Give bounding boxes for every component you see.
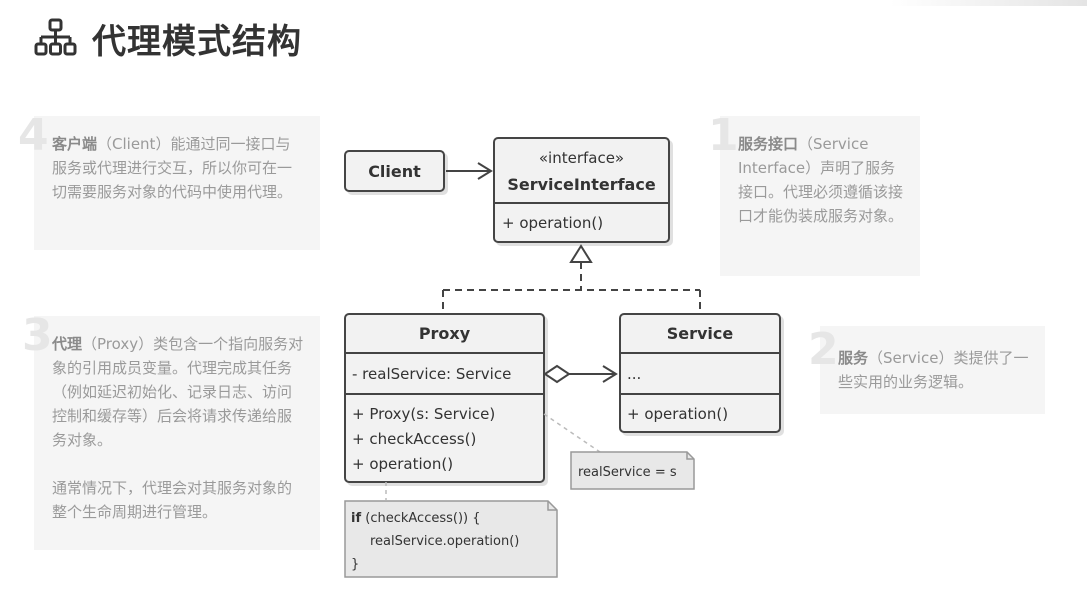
note-number: 2 — [808, 324, 839, 375]
note-body: （Proxy）类包含一个指向服务对象的引用成员变量。代理完成其任务（例如延迟初始… — [52, 335, 304, 449]
code-line-1-rest: (checkAccess()) { — [361, 511, 480, 526]
hierarchy-icon — [34, 18, 77, 56]
note-term: 服务 — [838, 349, 869, 367]
realization-arrows — [442, 244, 701, 312]
note-assignment: realService = s — [543, 413, 695, 490]
code-line-2: realService.operation() — [370, 534, 519, 549]
note-text: 服务接口（Service Interface）声明了服务接口。代理必须遵循该接口… — [738, 132, 906, 228]
client-class-name: Client — [368, 162, 421, 181]
page-title-text: 代理模式结构 — [92, 21, 302, 62]
note-body: （Client）能通过同一接口与服务或代理进行交互，所以你可在一切需要服务对象的… — [52, 135, 293, 201]
service-method: + operation() — [627, 405, 728, 423]
assignment-text: realService = s — [578, 465, 677, 480]
interface-stereotype: «interface» — [539, 149, 624, 167]
proxy-method: + Proxy(s: Service) — [352, 405, 495, 423]
note-number: 4 — [18, 110, 49, 161]
interface-method: + operation() — [502, 214, 603, 232]
client-dependency-arrow — [446, 162, 493, 180]
note-code: if (checkAccess()) { realService.operati… — [344, 482, 558, 578]
note-term: 服务接口 — [738, 135, 799, 153]
note-proxy: 3 代理（Proxy）类包含一个指向服务对象的引用成员变量。代理完成其任务（例如… — [22, 314, 320, 550]
note-body: （Service Interface）声明了服务接口。代理必须遵循该接口才能伪装… — [738, 135, 904, 225]
page-title: 代理模式结构 — [34, 14, 302, 62]
service-field: ... — [627, 365, 641, 383]
note-body: （Service）类提供了一些实用的业务逻辑。 — [838, 349, 1029, 391]
top-decoration — [890, 0, 1087, 6]
service-interface-class: «interface» ServiceInterface + operation… — [493, 137, 670, 243]
interface-class-name: ServiceInterface — [507, 175, 655, 194]
note-client: 4 客户端（Client）能通过同一接口与服务或代理进行交互，所以你可在一切需要… — [18, 114, 320, 250]
note-text: 客户端（Client）能通过同一接口与服务或代理进行交互，所以你可在一切需要服务… — [52, 132, 304, 204]
note-number: 3 — [22, 310, 53, 361]
proxy-class: Proxy - realService: Service + Proxy(s: … — [344, 313, 545, 483]
code-keyword: if — [351, 511, 361, 526]
proxy-field: - realService: Service — [352, 365, 511, 383]
code-line-3: } — [351, 557, 359, 572]
client-class: Client — [344, 150, 445, 192]
note-body-2: 通常情况下，代理会对其服务对象的整个生命周期进行管理。 — [52, 479, 293, 521]
note-text: 服务（Service）类提供了一些实用的业务逻辑。 — [838, 346, 1033, 394]
note-number: 1 — [708, 110, 739, 161]
note-service-interface: 1 服务接口（Service Interface）声明了服务接口。代理必须遵循该… — [708, 114, 920, 276]
proxy-class-name: Proxy — [419, 324, 471, 343]
proxy-method: + operation() — [352, 455, 453, 473]
code-line-1: if (checkAccess()) { — [351, 511, 481, 526]
note-term: 客户端 — [52, 135, 98, 153]
proxy-method: + checkAccess() — [352, 430, 476, 448]
note-service: 2 服务（Service）类提供了一些实用的业务逻辑。 — [808, 326, 1045, 414]
aggregation-arrow — [543, 364, 618, 384]
service-class-name: Service — [667, 324, 734, 343]
note-text: 代理（Proxy）类包含一个指向服务对象的引用成员变量。代理完成其任务（例如延迟… — [52, 332, 304, 524]
service-class: Service ... + operation() — [619, 313, 781, 433]
note-term: 代理 — [52, 335, 83, 353]
